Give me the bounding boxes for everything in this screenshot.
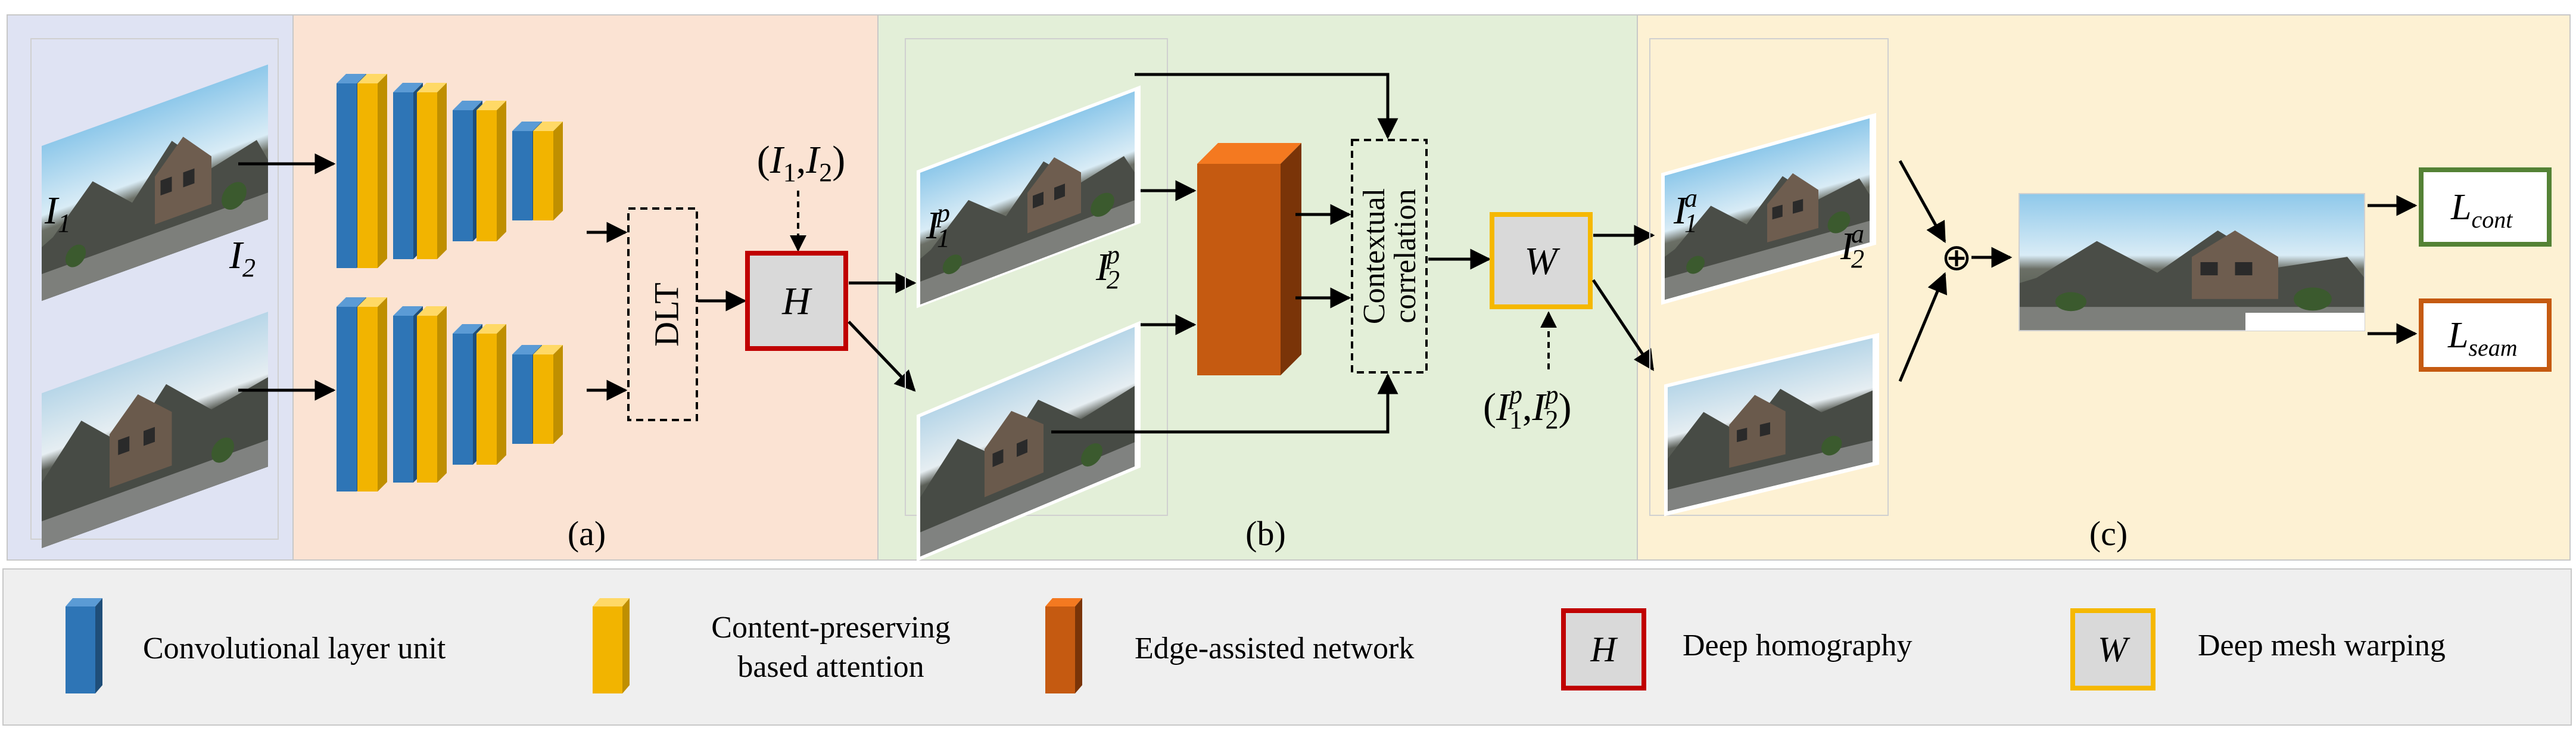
attention-unit bbox=[417, 306, 447, 483]
dlt-label: DLT bbox=[647, 282, 686, 346]
warped-image-2 bbox=[917, 321, 1141, 562]
arrow-aligned2-to-plus bbox=[1898, 272, 1948, 382]
warped-image-1 bbox=[917, 85, 1141, 309]
input-image-2-label: I2 bbox=[229, 234, 256, 282]
homography-input-label: (I1,I2) bbox=[757, 138, 845, 187]
arrow-aligned1-to-plus bbox=[1898, 160, 1946, 244]
legend-edge-label: Edge-assisted network bbox=[1135, 632, 1414, 665]
attention-unit bbox=[476, 324, 506, 465]
legend-mesh-label: Deep mesh warping bbox=[2198, 629, 2446, 662]
attention-unit bbox=[476, 101, 506, 241]
attention-unit bbox=[533, 122, 563, 220]
attention-unit bbox=[417, 83, 447, 259]
attention-unit bbox=[357, 74, 387, 268]
mesh-warping-symbol: W bbox=[1525, 239, 1560, 283]
legend-homography-swatch bbox=[1561, 608, 1646, 690]
input-frame bbox=[30, 38, 279, 540]
legend-attention-swatch bbox=[593, 598, 630, 693]
mesh-warping-box bbox=[1490, 212, 1593, 309]
loss-cont-box bbox=[2419, 167, 2552, 247]
conv-stack-top bbox=[337, 74, 563, 268]
panel-c-label: (c) bbox=[2089, 514, 2128, 553]
loss-seam-label: Lseam bbox=[2447, 315, 2518, 361]
arrow-h-to-warped2 bbox=[848, 321, 916, 392]
homography-symbol: H bbox=[781, 279, 812, 323]
conv-layer-unit bbox=[453, 101, 482, 241]
edge-assisted-network-block bbox=[1197, 143, 1301, 375]
aligned-image-2 bbox=[1664, 332, 1879, 517]
skip-connection-top bbox=[1135, 73, 1398, 139]
stitched-panorama-image bbox=[2019, 193, 2365, 331]
legend-edge-swatch bbox=[1045, 598, 1082, 693]
contextual-correlation-box bbox=[1351, 139, 1428, 374]
attention-unit bbox=[357, 297, 387, 492]
loss-seam-box bbox=[2419, 298, 2552, 372]
skip-connection-bottom bbox=[1051, 373, 1398, 434]
legend-homography-label: Deep homography bbox=[1683, 629, 1912, 662]
legend-conv-label: Convolutional layer unit bbox=[143, 632, 446, 665]
aligned-image-1 bbox=[1661, 113, 1876, 305]
loss-cont-label: Lcont bbox=[2450, 187, 2513, 233]
arrow-w-to-aligned2 bbox=[1591, 279, 1655, 371]
legend-homography-symbol: H bbox=[1590, 630, 1618, 669]
contextual-correlation-label: Contextualcorrelation bbox=[1357, 188, 1422, 324]
legend-mesh-symbol: W bbox=[2098, 630, 2130, 669]
panel-b-label: (b) bbox=[1245, 514, 1286, 553]
panel-a-label: (a) bbox=[568, 514, 606, 553]
legend-mesh-swatch bbox=[2070, 608, 2156, 690]
dlt-box bbox=[627, 207, 698, 421]
warped-frame bbox=[905, 38, 1168, 516]
legend-conv-swatch bbox=[66, 598, 102, 693]
attention-unit bbox=[533, 345, 563, 444]
input-image-1-label: I1 bbox=[44, 189, 71, 238]
plus-icon: ⊕ bbox=[1941, 238, 1972, 278]
homography-box bbox=[745, 251, 848, 351]
conv-stack-bottom bbox=[337, 297, 563, 492]
aligned-frame bbox=[1649, 38, 1889, 516]
